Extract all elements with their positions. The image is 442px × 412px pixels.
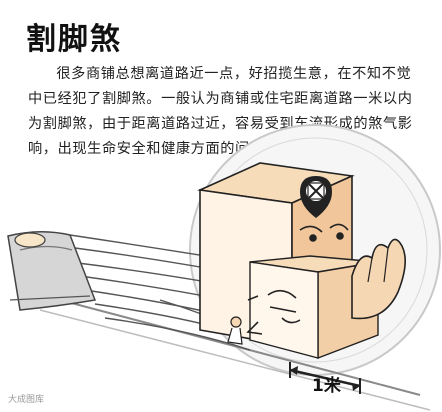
raised-hand	[351, 238, 406, 320]
distance-label: 1米	[312, 376, 341, 396]
watermark: 大成图库	[8, 395, 45, 405]
small-figure	[227, 316, 243, 345]
brand-badge-icon	[300, 176, 332, 218]
page-title: 割脚煞	[26, 22, 122, 57]
description-paragraph: 很多商铺总想离道路近一点，好招揽生意，在不知不觉中已经犯了割脚煞。一般认为商铺或…	[28, 66, 413, 157]
building-box	[197, 162, 379, 360]
box-face	[246, 223, 349, 335]
distance-marker	[289, 362, 361, 394]
car	[7, 231, 97, 311]
